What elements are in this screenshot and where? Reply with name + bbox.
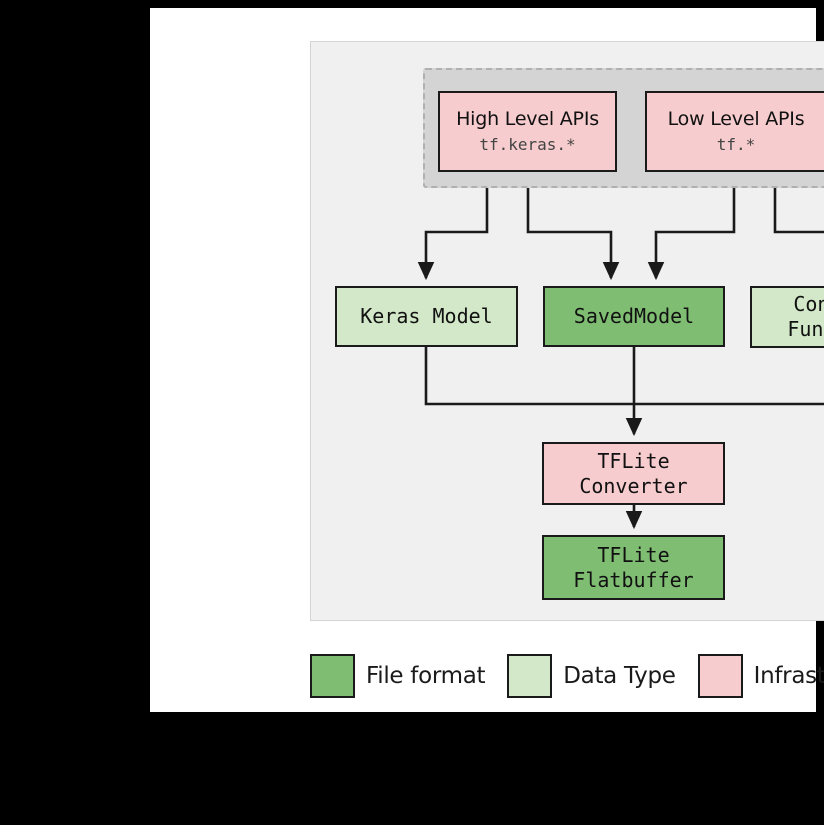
node-tflite-converter[interactable]: TFLite Converter [542, 442, 725, 505]
legend-label-infrastructure: Infrastructure [753, 663, 824, 689]
legend-label-file-format: File format [366, 663, 486, 689]
legend-swatch-data-type [507, 654, 553, 698]
node-keras-model[interactable]: Keras Model [335, 286, 518, 347]
node-tflite-converter-label-line1: TFLite [597, 448, 670, 473]
legend-swatch-file-format [310, 654, 355, 698]
legend: File format Data Type Infrastructure [310, 644, 824, 708]
node-high-level-apis-subtitle: tf.keras.* [479, 135, 576, 154]
legend-item-file-format[interactable]: File format [310, 644, 486, 708]
node-low-level-apis-subtitle: tf.* [716, 135, 756, 154]
node-concrete-functions-label-line2: Functions [787, 317, 824, 341]
node-low-level-apis-title: Low Level APIs [667, 108, 805, 130]
node-concrete-functions[interactable]: Concrete Functions [750, 286, 824, 348]
node-high-level-apis[interactable]: High Level APIs tf.keras.* [438, 91, 617, 172]
node-high-level-apis-title: High Level APIs [456, 108, 599, 130]
node-savedmodel[interactable]: SavedModel [543, 286, 725, 347]
node-tflite-converter-label-line2: Converter [579, 473, 688, 498]
node-keras-model-label: Keras Model [360, 304, 493, 328]
node-tflite-flatbuffer-label-line1: TFLite [597, 542, 670, 567]
legend-item-infrastructure[interactable]: Infrastructure [697, 644, 824, 708]
node-tflite-flatbuffer-label-line2: Flatbuffer [573, 567, 694, 592]
legend-label-data-type: Data Type [563, 663, 676, 689]
node-savedmodel-label: SavedModel [573, 304, 695, 328]
diagram-page-card: High Level APIs tf.keras.* Low Level API… [150, 8, 824, 712]
legend-swatch-infrastructure [697, 654, 743, 698]
node-concrete-functions-label-line1: Concrete [793, 292, 824, 316]
node-tflite-flatbuffer[interactable]: TFLite Flatbuffer [542, 535, 725, 600]
node-low-level-apis[interactable]: Low Level APIs tf.* [645, 91, 824, 172]
legend-item-data-type[interactable]: Data Type [507, 644, 676, 708]
